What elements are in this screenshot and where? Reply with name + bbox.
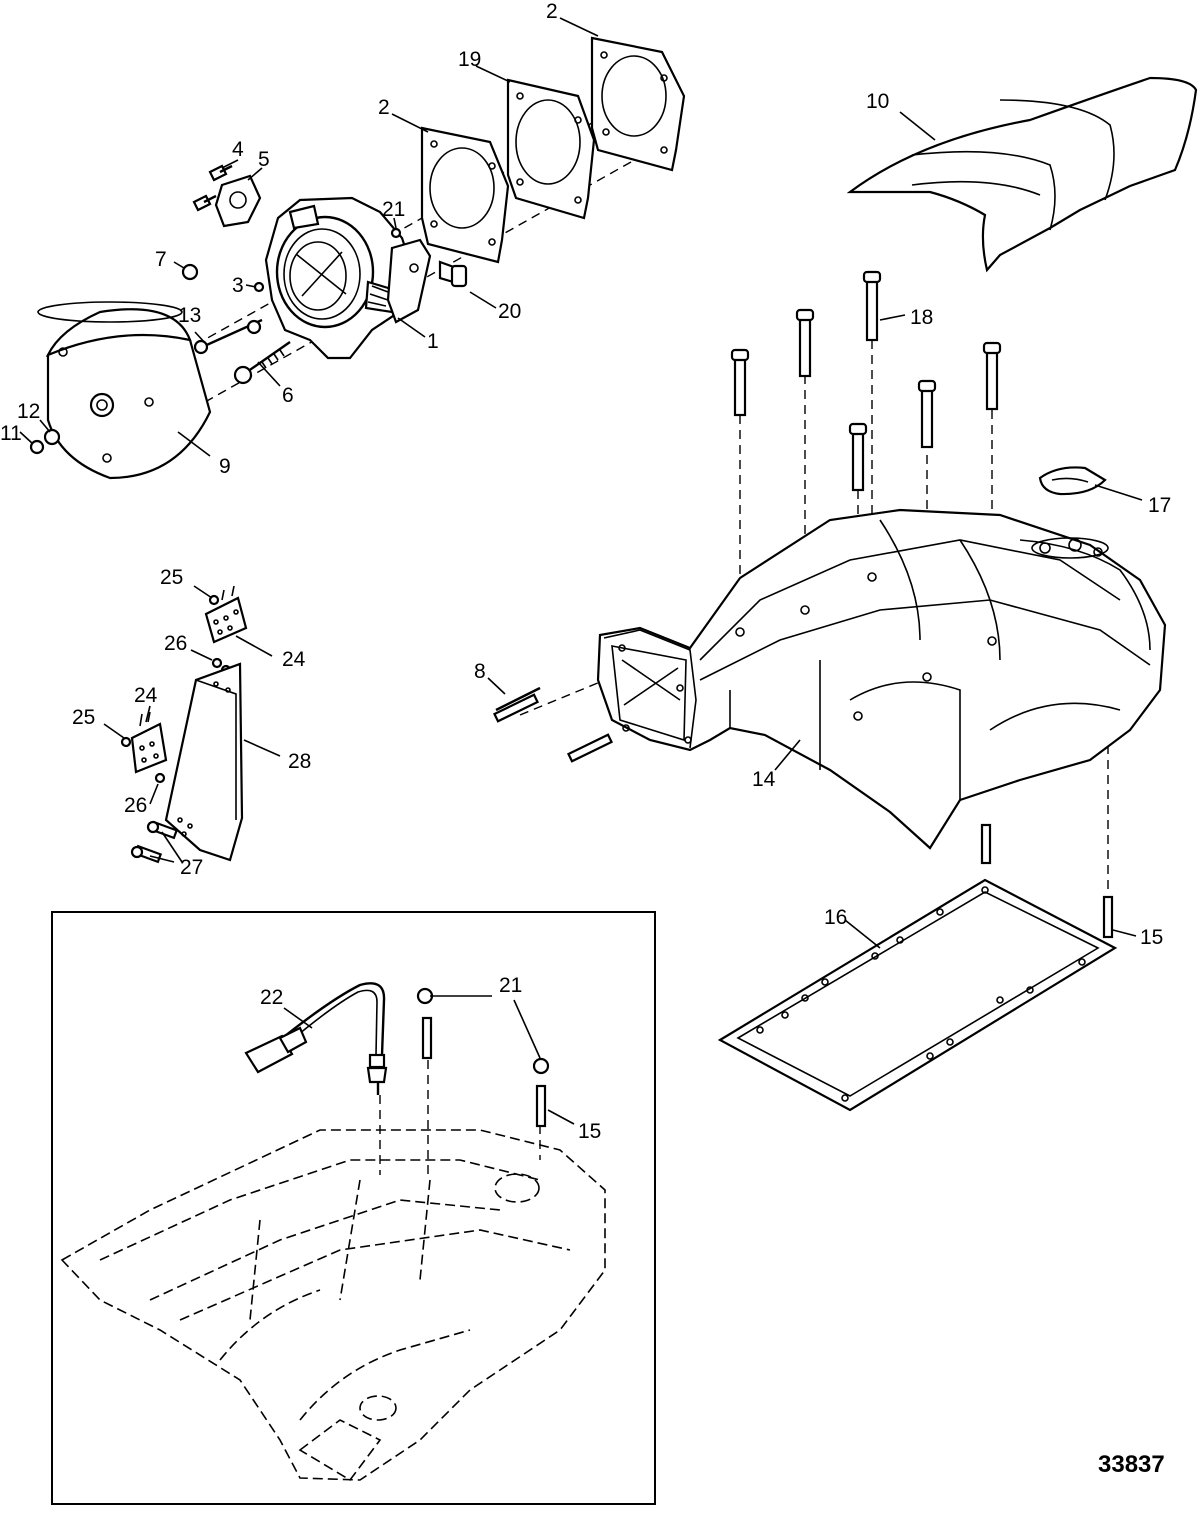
callout-8: 8: [474, 660, 486, 683]
bracket-part-24-lower: [130, 711, 168, 774]
callout-25-lower: 25: [72, 706, 95, 729]
callout-11: 11: [0, 422, 22, 445]
stud-part-13: [193, 318, 263, 355]
temperature-sender-part-20: [244, 982, 388, 1095]
clip-part-17: [1038, 466, 1107, 496]
callout-1: 1: [427, 330, 439, 353]
detail-inset: [51, 911, 656, 1505]
callout-4: 4: [232, 138, 244, 161]
callout-15-inset: 15: [578, 1120, 601, 1143]
callout-18: 19: [458, 48, 481, 71]
flame-arrestor: [37, 301, 212, 480]
bolt-part-6: [233, 341, 291, 385]
callout-2-front: 2: [378, 96, 390, 119]
callout-26-lower: 26: [124, 794, 147, 817]
callout-6: 6: [282, 384, 294, 407]
callout-12: 12: [17, 400, 40, 423]
callout-labels: 2 19 2 10 4 5 21 7 3 20 13 1 6 12 11 9 1…: [0, 0, 1171, 1143]
nut-part-7: [181, 263, 199, 281]
sensor-screws: [192, 164, 233, 212]
callout-21: 18: [910, 306, 933, 329]
callout-9: 9: [219, 455, 231, 478]
gasket-plate-front: [420, 126, 510, 264]
gasket-plate-rear: [590, 36, 686, 172]
gasket-plate-18: [506, 78, 596, 220]
callout-27: 27: [180, 856, 203, 879]
mounting-bracket-part-28: [164, 662, 244, 862]
throttle-position-sensor: [214, 174, 262, 228]
nut-washer-parts-11-12: [29, 428, 61, 455]
bolts-part-27: [130, 820, 179, 864]
washer-part-26-lower: [154, 772, 166, 784]
manifold-gasket-part-16: [717, 878, 1118, 1112]
callout-13: 13: [178, 304, 201, 327]
callout-20: 22: [260, 986, 283, 1009]
washer-part-3: [253, 281, 265, 293]
washer-part-26-upper: [211, 657, 223, 669]
leader-lines: [19, 17, 1143, 1125]
callout-26-upper: 26: [164, 632, 187, 655]
callout-23: 21: [382, 198, 405, 221]
throttle-body: [264, 196, 432, 360]
callout-16: 16: [824, 906, 847, 929]
callout-22: 20: [498, 300, 521, 323]
callout-14: 14: [752, 768, 776, 791]
callout-19: 21: [499, 974, 522, 997]
screw-part-25-lower: [120, 736, 132, 748]
callout-24-lower: 24: [134, 684, 158, 707]
manifold-bolts-part-21: [730, 270, 1002, 492]
callout-17: 17: [1148, 494, 1171, 517]
callout-3: 3: [232, 274, 244, 297]
washer-part-23: [390, 227, 402, 239]
callout-28: 28: [288, 750, 311, 773]
fitting-part-22: [438, 260, 468, 288]
manifold-cover-part-10: [846, 76, 1198, 273]
intake-manifold-part-14: [596, 508, 1167, 850]
ghost-manifold-outline: [60, 1129, 606, 1482]
callout-7: 7: [155, 248, 167, 271]
callout-24-upper: 24: [282, 648, 306, 671]
callout-10: 10: [866, 90, 889, 113]
callout-25-upper: 25: [160, 566, 183, 589]
bracket-part-24-upper: [204, 585, 248, 644]
callout-2-top: 2: [546, 0, 558, 23]
studs-part-15-inset: [421, 1016, 547, 1128]
document-number: 33837: [1098, 1451, 1165, 1478]
callout-5: 5: [258, 148, 270, 171]
studs-part-8: [493, 686, 613, 763]
callout-15-right: 15: [1140, 926, 1163, 949]
studs-part-15: [980, 823, 1114, 939]
